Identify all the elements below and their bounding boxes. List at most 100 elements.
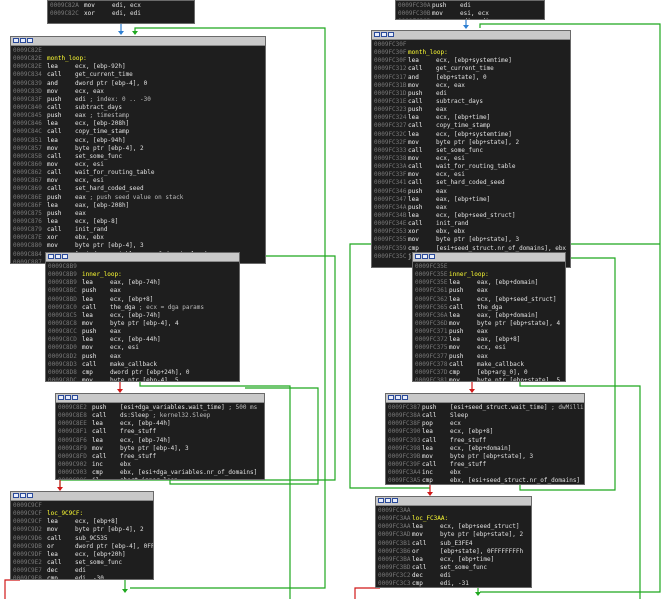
- operands[interactable]: ecx, [ebp-74h]: [120, 436, 171, 444]
- operands[interactable]: ecx, [ebp-44h]: [120, 420, 171, 428]
- operands[interactable]: ebx, [esi+dga_variables.nr_of_domains]: [120, 469, 258, 477]
- operands[interactable]: ecx, [ebp+8]: [450, 428, 494, 436]
- graph-color-icon[interactable]: [385, 498, 391, 503]
- graph-text-icon[interactable]: [27, 493, 33, 498]
- operands[interactable]: [ebp+state], 0FFFFFFFFh: [440, 547, 524, 555]
- code-line[interactable]: 0009C906jlshort inner_loop: [58, 477, 262, 479]
- operands[interactable]: byte ptr [ebp-4], 5: [110, 376, 179, 382]
- operands[interactable]: byte ptr [ebp+state], 3: [450, 452, 534, 460]
- operands[interactable]: [ebp+state], 0: [436, 73, 487, 81]
- operands[interactable]: sub_9C535: [75, 534, 108, 542]
- operands[interactable]: set_some_func: [440, 563, 487, 571]
- operands[interactable]: eax, [ebp+domain]: [477, 279, 539, 287]
- operands[interactable]: esi, ecx: [460, 10, 489, 18]
- operands[interactable]: edi: [75, 567, 86, 575]
- operands[interactable]: free_stuff: [120, 452, 157, 460]
- operands[interactable]: ecx, esi: [436, 171, 465, 179]
- operands[interactable]: init_rand: [436, 220, 469, 228]
- operands[interactable]: [esi+seed_struct.nr_of_domains], ebx: [436, 244, 567, 252]
- operands[interactable]: make_callback: [477, 360, 524, 368]
- operands[interactable]: copy_time_stamp: [436, 122, 491, 130]
- graph-color-icon[interactable]: [20, 493, 26, 498]
- graph-color-icon[interactable]: [381, 32, 387, 37]
- code-line[interactable]: 0009FC359cmp[esi+seed_struct.nr_of_domai…: [374, 245, 568, 253]
- graph-block-icon[interactable]: [58, 395, 64, 400]
- operands[interactable]: ecx, esi: [75, 177, 104, 185]
- operands[interactable]: ecx, eax: [75, 87, 104, 95]
- code-block-sleep-right[interactable]: 0009FC387push[esi+seed_struct.wait_time]…: [385, 393, 585, 485]
- operands[interactable]: byte ptr [ebp-4], 3: [75, 242, 144, 250]
- operands[interactable]: ebx, ebx: [436, 228, 465, 236]
- graph-block-icon[interactable]: [388, 395, 394, 400]
- operands[interactable]: byte ptr [ebp+state], 2: [436, 138, 520, 146]
- graph-color-icon[interactable]: [422, 254, 428, 259]
- graph-block-icon[interactable]: [48, 254, 54, 259]
- operands[interactable]: set_some_func: [436, 146, 483, 154]
- operands[interactable]: ecx, [ebp+seed_struct]: [436, 211, 516, 219]
- operands[interactable]: eax: [477, 328, 488, 336]
- operands[interactable]: ecx, [ebp+seed_struct]: [440, 523, 520, 531]
- operands[interactable]: edi: [436, 89, 447, 97]
- operands[interactable]: eax, [ebp+domain]: [477, 311, 539, 319]
- graph-color-icon[interactable]: [395, 395, 401, 400]
- operands[interactable]: edi, edi: [112, 10, 141, 18]
- operands[interactable]: byte ptr [ebp+state], 3: [436, 236, 520, 244]
- operands[interactable]: ecx, [ebp-94h]: [75, 136, 126, 144]
- operands[interactable]: eax: [110, 287, 121, 295]
- code-label[interactable]: loc_9C9CF:: [47, 510, 84, 518]
- operands[interactable]: Sleep: [450, 412, 469, 420]
- operands[interactable]: ecx, [ebp-74h]: [110, 311, 161, 319]
- operands[interactable]: set_some_func: [75, 152, 122, 160]
- operands[interactable]: set_some_func: [75, 558, 122, 566]
- code-line[interactable]: 0009FC3B6or[ebp+state], 0FFFFFFFFh: [378, 548, 529, 556]
- operands[interactable]: ebx: [450, 469, 461, 477]
- code-line[interactable]: 0009FC37Dcmp[ebp+arg_0], 0: [415, 369, 563, 377]
- code-label[interactable]: month_loop:: [47, 55, 87, 63]
- graph-block-icon[interactable]: [415, 254, 421, 259]
- code-label[interactable]: inner_loop:: [449, 271, 489, 279]
- operands[interactable]: eax: [436, 106, 447, 114]
- operands[interactable]: eax, [ebp-74h]: [110, 279, 161, 287]
- operands[interactable]: byte ptr [ebp-4], 4: [110, 319, 179, 327]
